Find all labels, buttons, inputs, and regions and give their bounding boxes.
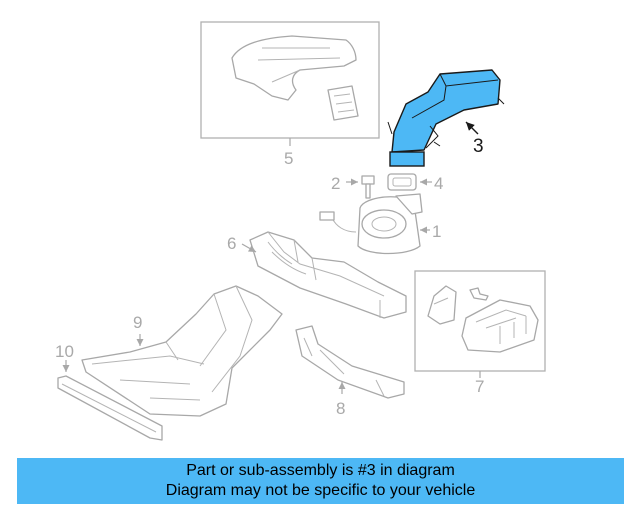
part-7-group [414, 270, 546, 378]
part-10-grille [57, 360, 163, 441]
part-2-screw [346, 175, 375, 199]
part-3-outlet [389, 151, 425, 167]
part-9-duct [81, 285, 283, 417]
part-1-blower [319, 193, 430, 255]
part-5-duct [231, 35, 357, 101]
part-4-gasket [387, 173, 432, 191]
part-3-duct-body [391, 69, 501, 153]
callout-10: 10 [55, 342, 74, 361]
callout-6: 6 [227, 234, 236, 253]
part-8-duct [295, 325, 405, 399]
callout-1: 1 [432, 222, 441, 241]
banner-line-1: Part or sub-assembly is #3 in diagram [186, 462, 455, 479]
callout-7: 7 [475, 377, 484, 396]
callout-9: 9 [133, 313, 142, 332]
callout-5: 5 [284, 149, 293, 168]
banner-line-2: Diagram may not be specific to your vehi… [165, 482, 476, 499]
callout-4: 4 [434, 174, 443, 193]
part-7-clip [427, 285, 457, 325]
callout-2: 2 [331, 174, 340, 193]
part-3-duct [387, 69, 505, 167]
callout-3: 3 [473, 136, 484, 157]
part-6-duct [241, 231, 407, 319]
parts-diagram: 5 3 2 4 1 6 [55, 21, 546, 441]
info-banner: Part or sub-assembly is #3 in diagram Di… [17, 458, 624, 504]
part-7-screw [469, 287, 489, 301]
callout-8: 8 [336, 399, 345, 418]
part-5-group [200, 21, 380, 146]
